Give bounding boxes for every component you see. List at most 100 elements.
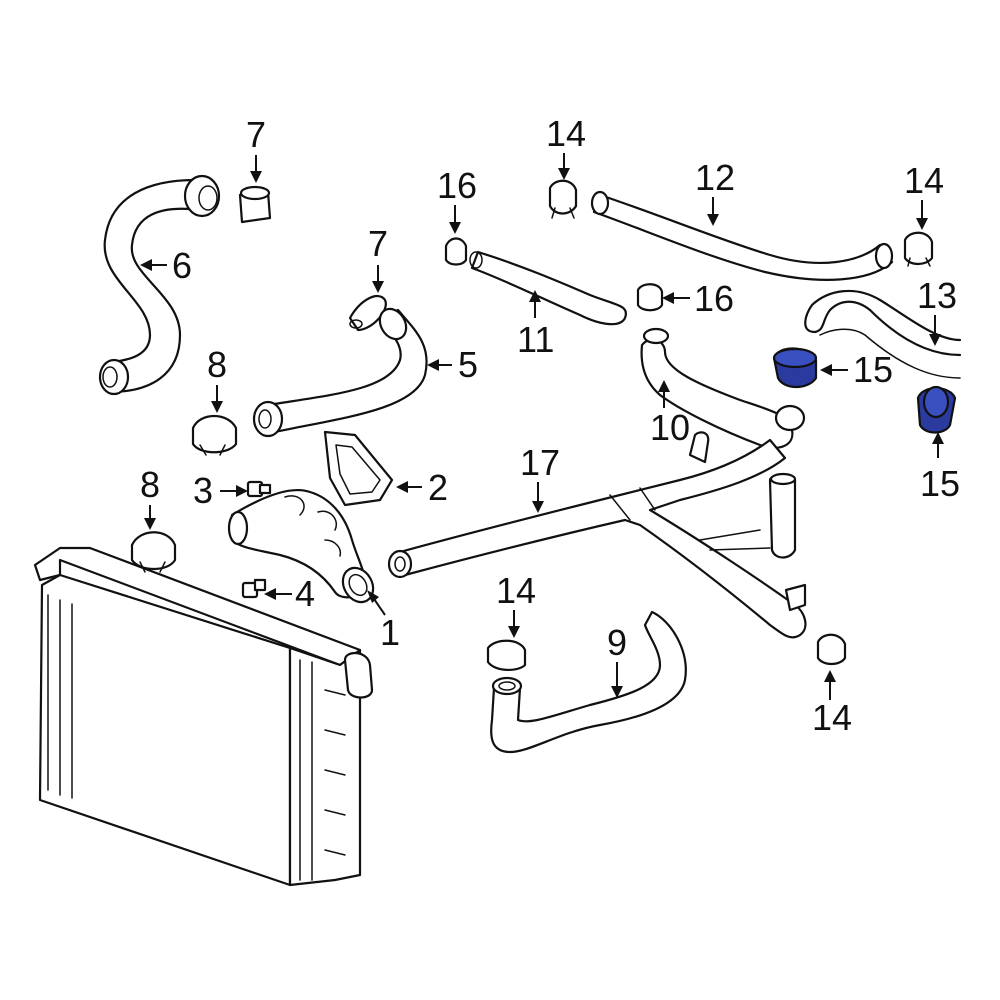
callout-8-lower-arrowhead — [144, 518, 156, 530]
callout-7-middle-label: 7 — [368, 223, 388, 264]
radiator — [33, 546, 374, 887]
callout-8-upper-label: 8 — [207, 344, 227, 385]
callout-12-label: 12 — [695, 157, 735, 198]
callout-7-upper-label: 7 — [246, 114, 266, 155]
callout-4-arrowhead — [264, 588, 276, 600]
callout-14-top-left-arrowhead — [558, 168, 570, 180]
callout-14-top-left-label: 14 — [546, 113, 586, 154]
callout-16-right: 16 — [662, 278, 734, 319]
hose-13 — [804, 289, 962, 379]
callout-17-label: 17 — [520, 442, 560, 483]
callout-6-arrowhead — [140, 259, 152, 271]
hose-clamp-16-left — [444, 237, 468, 266]
callout-3-label: 3 — [193, 470, 213, 511]
callout-17-arrowhead — [532, 501, 544, 513]
callout-5: 5 — [427, 344, 478, 385]
callout-9-label: 9 — [607, 622, 627, 663]
callout-7-middle: 7 — [368, 223, 388, 293]
bolt-4 — [241, 578, 267, 599]
callout-16-left-label: 16 — [437, 165, 477, 206]
callout-6: 6 — [140, 245, 192, 286]
callout-10: 10 — [650, 380, 690, 448]
callout-15-lower: 15 — [920, 432, 960, 504]
callout-14-top-left: 14 — [546, 113, 586, 180]
callout-13: 13 — [917, 275, 957, 346]
callout-7-upper-arrowhead — [250, 171, 262, 183]
callout-14-lower-middle-arrowhead — [508, 626, 520, 638]
hose-clamp-7-upper — [238, 185, 272, 224]
callout-14-top-right-label: 14 — [904, 160, 944, 201]
callout-14-lower-right-label: 14 — [812, 697, 852, 738]
callout-17: 17 — [520, 442, 560, 513]
lower-hose-9 — [490, 610, 687, 754]
hose-clamp-15-upper — [772, 347, 818, 389]
callout-3: 3 — [193, 470, 248, 511]
callout-16-left: 16 — [437, 165, 477, 234]
callout-15-lower-label: 15 — [920, 463, 960, 504]
callout-11-label: 11 — [517, 319, 554, 360]
hose-11 — [469, 250, 628, 326]
callout-14-lower-right: 14 — [812, 670, 852, 738]
hose-clamp-14-lower-right — [816, 633, 847, 666]
callout-9: 9 — [607, 622, 627, 698]
callout-6-label: 6 — [172, 245, 192, 286]
callout-3-arrowhead — [236, 485, 248, 497]
hose-clamp-16-right — [636, 283, 664, 312]
coolant-pipe-10 — [640, 327, 806, 449]
thermostat-housing-1 — [227, 488, 375, 604]
callout-1-arrowhead — [367, 590, 379, 603]
callout-8-lower-label: 8 — [140, 464, 160, 505]
callout-7-upper: 7 — [246, 114, 266, 183]
hose-clamp-15-lower — [916, 385, 957, 434]
hose-clamp-15-upper-top — [772, 347, 818, 369]
callout-13-label: 13 — [917, 275, 957, 316]
callout-11: 11 — [517, 290, 554, 360]
callout-15-upper: 15 — [820, 349, 893, 390]
callout-14-lower-right-arrowhead — [824, 670, 836, 682]
callout-16-left-arrowhead — [449, 222, 461, 234]
callout-8-upper-arrowhead — [211, 401, 223, 413]
callout-13-arrowhead — [929, 334, 941, 346]
callout-2-arrowhead — [396, 481, 408, 493]
callout-5-arrowhead — [427, 359, 439, 371]
callout-14-lower-middle: 14 — [496, 570, 536, 638]
upper-radiator-hose-6 — [98, 174, 221, 396]
callout-14-lower-middle-label: 14 — [496, 570, 536, 611]
hose-clamp-14-top-right — [903, 231, 934, 267]
callout-8-upper: 8 — [207, 344, 227, 413]
callout-1-label: 1 — [380, 612, 400, 653]
bolt-3 — [246, 480, 272, 498]
callout-4: 4 — [264, 573, 315, 614]
callout-15-upper-arrowhead — [820, 364, 832, 376]
hose-12 — [590, 190, 894, 281]
callout-9-arrowhead — [611, 686, 623, 698]
callout-8-lower: 8 — [140, 464, 160, 530]
callout-12-arrowhead — [707, 214, 719, 226]
callout-10-arrowhead — [658, 380, 670, 392]
callout-16-right-arrowhead — [662, 292, 674, 304]
pipe-assembly-17 — [387, 431, 807, 639]
hose-5 — [252, 307, 428, 438]
callout-1: 1 — [367, 590, 400, 653]
callout-15-lower-arrowhead — [932, 432, 944, 444]
callout-14-top-right-arrowhead — [916, 218, 928, 230]
callout-12: 12 — [695, 157, 735, 226]
callout-10-label: 10 — [650, 407, 690, 448]
callout-2: 2 — [396, 467, 448, 508]
callout-2-label: 2 — [428, 467, 448, 508]
callout-11-arrowhead — [529, 290, 541, 302]
hose-clamp-8-lower — [130, 531, 177, 573]
callout-5-label: 5 — [458, 344, 478, 385]
hose-clamp-15-lower-top — [922, 385, 950, 419]
callout-7-middle-arrowhead — [372, 281, 384, 293]
callout-16-right-label: 16 — [694, 278, 734, 319]
hose-clamp-8-upper — [191, 414, 238, 456]
gasket-2 — [323, 430, 394, 507]
hose-clamp-7-middle — [348, 294, 387, 332]
callout-4-label: 4 — [295, 573, 315, 614]
callout-15-upper-label: 15 — [853, 349, 893, 390]
hose-clamp-14-top-left — [548, 179, 578, 219]
hose-clamp-14-lower-middle — [486, 639, 527, 671]
callout-14-top-right: 14 — [904, 160, 944, 230]
